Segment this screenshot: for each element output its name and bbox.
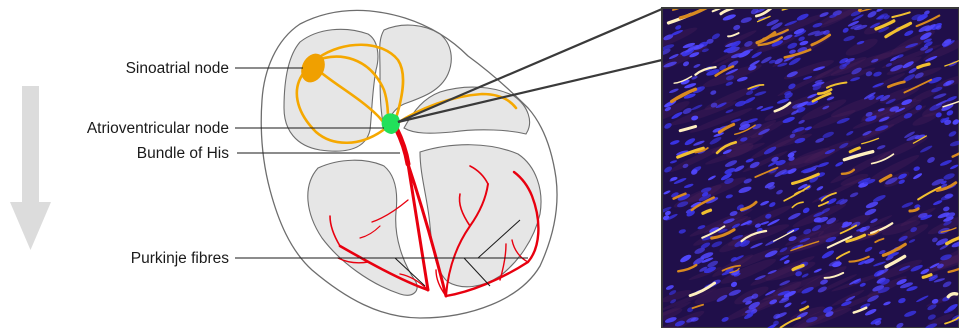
label-atrioventricular-node: Atrioventricular node bbox=[87, 120, 229, 137]
micrograph-image bbox=[630, 0, 959, 328]
label-purkinje-fibres: Purkinje fibres bbox=[131, 250, 229, 267]
label-bundle-of-his: Bundle of His bbox=[137, 145, 229, 162]
label-sinoatrial-node: Sinoatrial node bbox=[126, 60, 229, 77]
down-arrow-icon bbox=[10, 86, 51, 250]
